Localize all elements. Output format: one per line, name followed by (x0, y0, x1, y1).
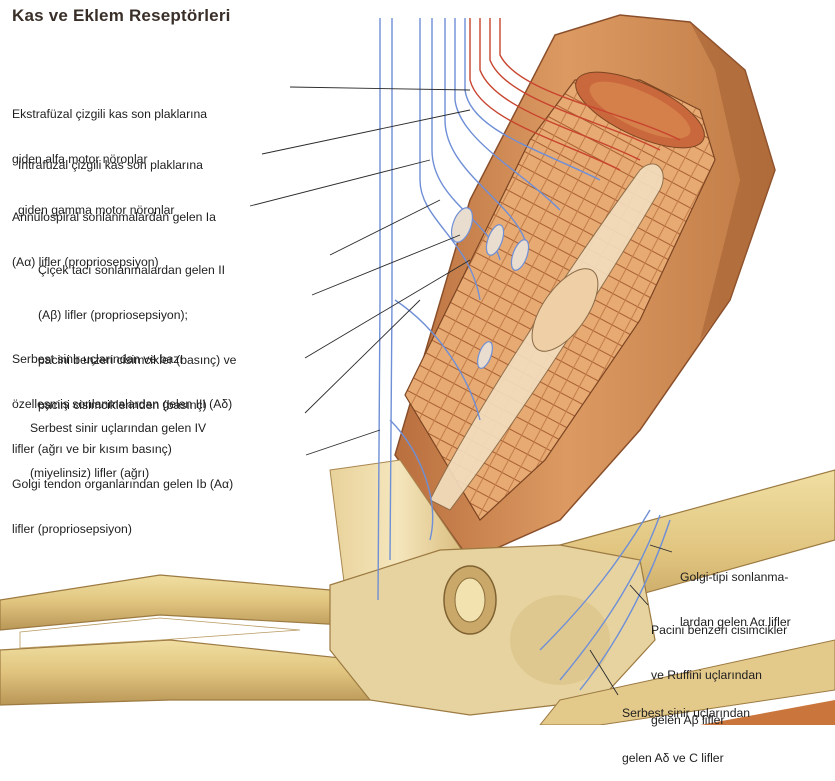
label-golgi-tendon-ib: Golgi tendon organlarından gelen Ib (Aα)… (12, 447, 233, 552)
label-line: Çiçek tacı sonlanmalardan gelen II (38, 263, 236, 278)
page-title: Kas ve Eklem Reseptörleri (12, 6, 231, 26)
label-line: Golgi-tipi sonlanma- (680, 570, 791, 585)
label-line: gelen Aδ ve C lifler (622, 751, 750, 766)
label-line: Serbest sinir uçlarından ve bazı (12, 352, 232, 367)
label-line: (Aβ) lifler (propriosepsiyon); (38, 308, 236, 323)
label-line: Pacini benzeri cisimcikler (651, 623, 787, 638)
label-line: Golgi tendon organlarından gelen Ib (Aα) (12, 477, 233, 492)
forearm-bone-lower (0, 640, 380, 705)
label-line: Annülospiral sonlanmalardan gelen Ia (12, 210, 216, 225)
label-free-endings-joint: Serbest sinir uçlarından gelen Aδ ve C l… (622, 676, 750, 781)
label-line: İntrafüzal çizgili kas son plaklarına (18, 158, 203, 173)
label-line: lifler (propriosepsiyon) (12, 522, 233, 537)
label-line: Serbest sinir uçlarından gelen IV (30, 421, 206, 436)
label-line: Serbest sinir uçlarından (622, 706, 750, 721)
label-line: Ekstrafüzal çizgili kas son plaklarına (12, 107, 207, 122)
